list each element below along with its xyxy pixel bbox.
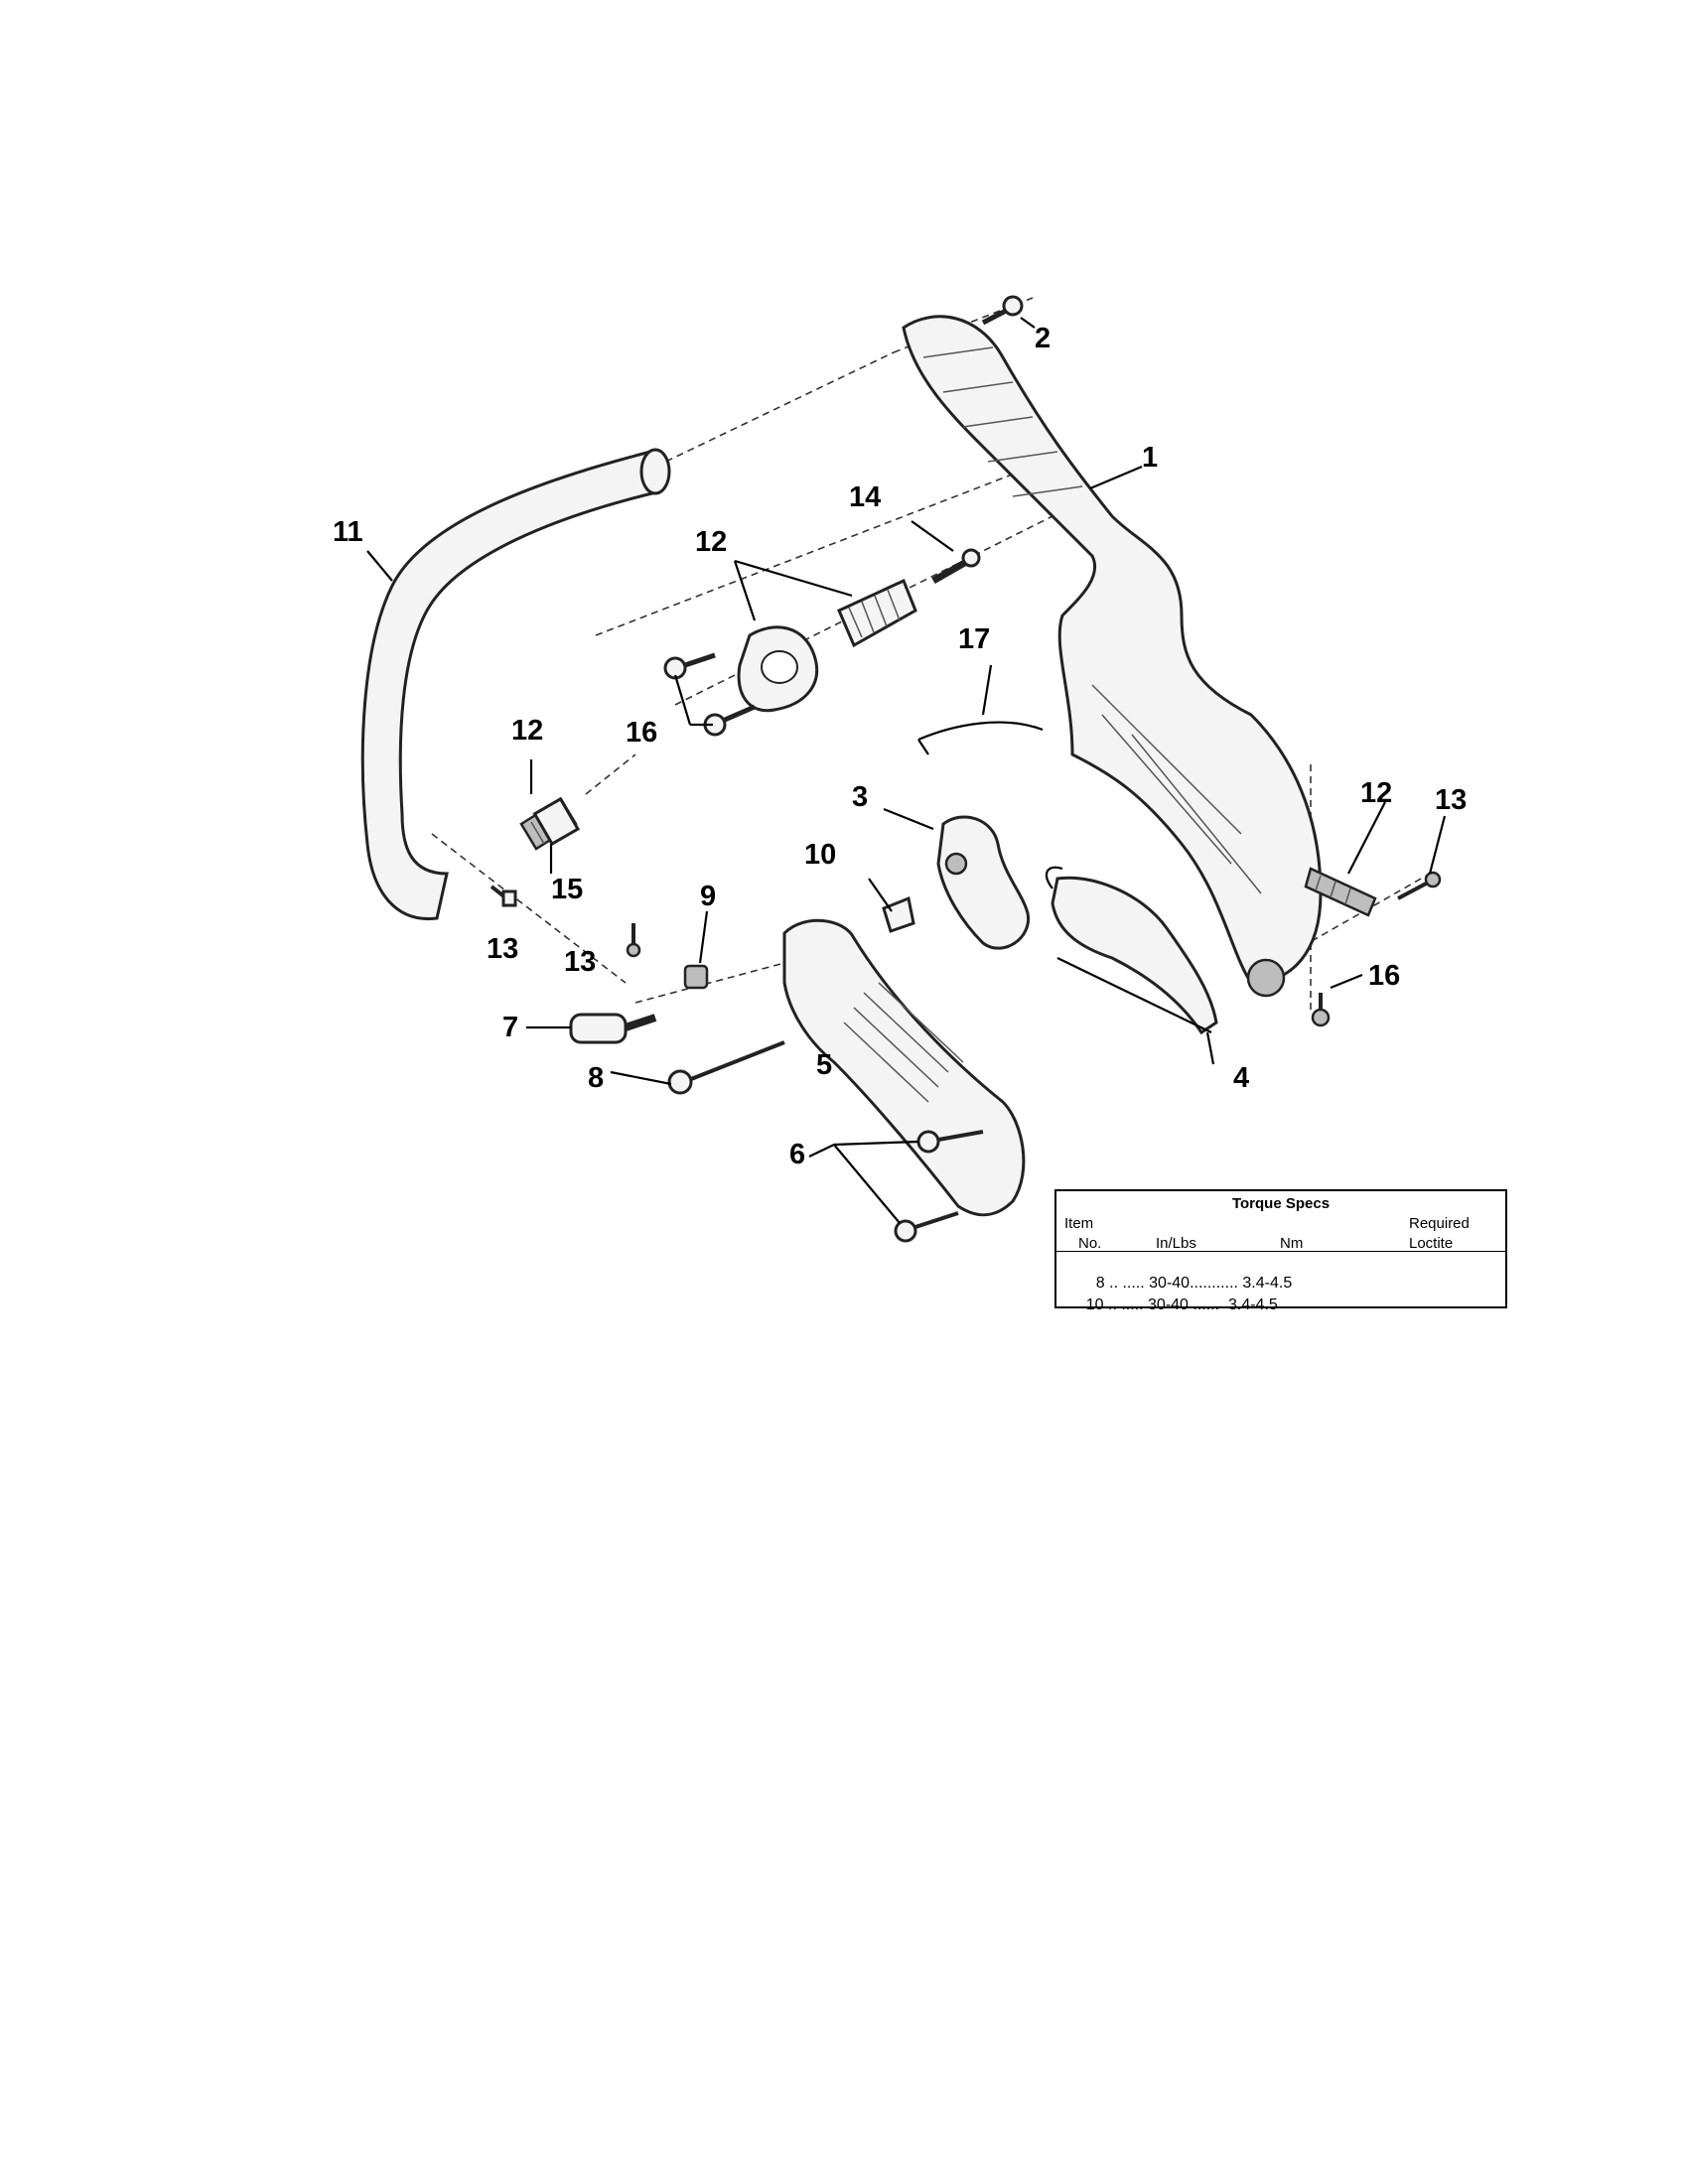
brake-lever-4 — [1051, 876, 1218, 1035]
callout-14: 14 — [849, 481, 881, 513]
callout-13-right: 13 — [1435, 784, 1467, 816]
row-dots: .. ..... — [1103, 1297, 1149, 1313]
callout-8: 8 — [588, 1062, 604, 1094]
callout-12-right: 12 — [1360, 777, 1392, 809]
screw-16-lower — [703, 704, 756, 737]
callout-16-right: 16 — [1368, 960, 1400, 992]
housing-boss — [1246, 958, 1286, 998]
header-rule — [1056, 1251, 1505, 1252]
spring-12-right — [1304, 867, 1377, 917]
handle-bar-part — [360, 450, 662, 921]
header-loctite: Loctite — [1409, 1235, 1454, 1252]
row-nm: 3.4-4.5 — [1227, 1297, 1278, 1313]
header-nm: Nm — [1280, 1235, 1304, 1252]
row-dots: .. ..... — [1104, 1275, 1150, 1292]
screw-13-mid — [626, 923, 641, 958]
header-required: Required — [1409, 1215, 1470, 1232]
screw-8 — [667, 1040, 785, 1095]
callout-16-center: 16 — [626, 717, 657, 749]
clip-10 — [882, 895, 915, 933]
callout-13-left: 13 — [487, 933, 518, 965]
screw-16-upper — [663, 652, 716, 680]
spring-guide-15 — [532, 796, 581, 847]
table-row: 8 .. ..... 30-40........... 3.4-4.5 — [1078, 1257, 1292, 1310]
torque-table-title: Torque Specs — [1231, 1195, 1331, 1212]
row-inlbs: 30-40 — [1148, 1297, 1189, 1313]
row-nm: 3.4-4.5 — [1242, 1275, 1293, 1292]
screw-13-right — [1397, 871, 1442, 900]
row-dots: ........... — [1190, 1275, 1243, 1292]
callout-17: 17 — [958, 623, 990, 655]
callout-5: 5 — [816, 1049, 832, 1081]
callout-13-mid: 13 — [564, 946, 596, 978]
callout-1: 1 — [1142, 442, 1158, 474]
callout-leaders — [366, 317, 1447, 1224]
callout-3: 3 — [852, 781, 868, 813]
row-item: 8 — [1095, 1275, 1105, 1292]
callout-11: 11 — [333, 516, 363, 548]
brake-lever-wire — [1056, 957, 1212, 1033]
callout-9: 9 — [700, 881, 716, 912]
callout-10: 10 — [804, 839, 836, 871]
callout-labels: 1 2 3 4 5 6 7 8 9 10 11 12 12 12 13 13 1… — [333, 323, 1467, 1170]
screw-16-right — [1311, 993, 1331, 1027]
callout-7: 7 — [502, 1012, 518, 1043]
trigger-link-pin — [944, 852, 968, 876]
trigger-link-3 — [936, 815, 1030, 950]
bolt-14 — [931, 548, 981, 585]
brake-lever-hook — [1045, 866, 1063, 889]
callout-2: 2 — [1035, 323, 1051, 354]
callout-12-left: 12 — [511, 715, 543, 747]
handle-housing-ribs — [922, 346, 1262, 894]
hand-guard-5 — [782, 918, 1026, 1217]
callout-4: 4 — [1233, 1062, 1249, 1094]
screw-13-left — [490, 885, 517, 907]
wire-17 — [917, 721, 1044, 755]
nut-9 — [683, 964, 709, 990]
screw-6-lower — [894, 1211, 959, 1243]
handle-bar-end — [639, 448, 671, 495]
row-dots: ...... — [1188, 1297, 1228, 1313]
gasket-hole — [761, 650, 798, 684]
hand-guard-grip-pattern — [843, 982, 964, 1103]
callout-12-center: 12 — [695, 526, 727, 558]
spring-12-center — [837, 578, 917, 648]
row-item: 10 — [1085, 1297, 1104, 1313]
bolt-7 — [569, 1013, 657, 1044]
table-row: 10 .. ..... 30-40 ...... 3.4-4.5 — [1068, 1279, 1278, 1332]
torque-specs-table: Torque Specs Item Required No. In/Lbs Nm… — [1054, 1189, 1507, 1313]
header-no: No. — [1078, 1235, 1102, 1252]
header-inlbs: In/Lbs — [1156, 1235, 1196, 1252]
header-item: Item — [1064, 1215, 1094, 1232]
screw-2 — [981, 295, 1024, 326]
callout-15: 15 — [551, 874, 583, 905]
callout-6: 6 — [789, 1139, 805, 1170]
row-inlbs: 30-40 — [1149, 1275, 1191, 1292]
